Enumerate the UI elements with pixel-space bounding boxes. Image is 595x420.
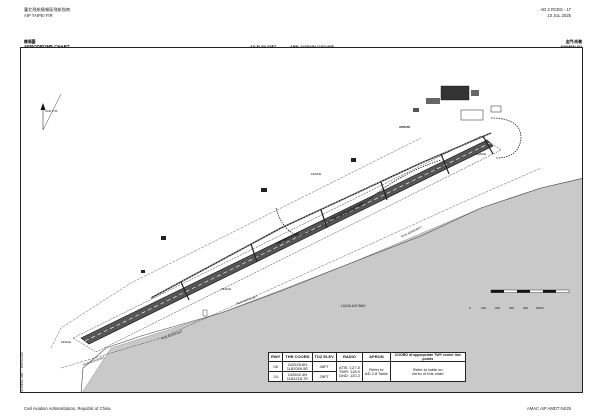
runway-centerline: [84, 142, 491, 342]
twy-ref-1: Refer to table on: [413, 366, 443, 372]
terminal-building: [440, 85, 470, 101]
north-arrow-icon: [40, 93, 62, 131]
apron-label: APRON: [399, 125, 410, 129]
scale-tick-3: 300: [509, 306, 515, 310]
bay-label: LIAOLUO BAY: [341, 304, 366, 308]
fence-south: [60, 167, 542, 369]
th-radio: RADIO: [335, 351, 363, 363]
footer-left: Civil Aviation Administration, Republic …: [24, 406, 111, 411]
rwy-06-tdz: 46FT: [311, 361, 337, 373]
apron-ref-2: AD 2.8 Table: [364, 370, 388, 376]
rwy-24-lat: 242602.4N: [287, 371, 308, 377]
scale-tick-4: 400: [523, 306, 529, 310]
aerodrome-map: [40, 85, 582, 392]
fence-label-2: FENCE: [476, 152, 487, 156]
radio-gnd: GND: 120.2: [338, 373, 360, 378]
rwy-24: 24: [267, 371, 284, 383]
rwy-24-tdz: 29FT: [311, 371, 337, 383]
fence-label-4: FENCE: [221, 287, 232, 291]
header-right-date: 10 JUL 2025: [547, 13, 571, 18]
apron-ref-1: Refer to: [369, 366, 384, 372]
rwy-06: 06: [267, 361, 284, 373]
th-tdz-elev: TDZ ELEV: [311, 351, 337, 363]
table-header-row: RWY THR COORD TDZ ELEV RADIO APRON COORD…: [267, 351, 466, 363]
aerodrome-chart-frame: RWY 06/24 X 45M RWY STRIP 3120 X 300M FE…: [20, 47, 583, 393]
th-rwy: RWY: [267, 351, 284, 363]
chart-title-cjk: 機場圖: [24, 40, 36, 44]
header-left-cjk: 臺北飛航情報區飛航指南: [24, 7, 71, 12]
runway-info-table: RWY THR COORD TDZ ELEV RADIO APRON COORD…: [267, 351, 466, 383]
radio-twr: TWR: 118.9: [338, 368, 360, 374]
rwy-06-lat: 242628.6N: [287, 361, 308, 367]
fence-north: [50, 137, 422, 349]
apron-taxi-loop: [275, 159, 442, 237]
magnetic-variation: VAR 3°W: [45, 109, 58, 113]
th-apron: APRON: [361, 351, 391, 363]
th-twy-coord: COORD of appropriate TWY center line poi…: [389, 351, 466, 363]
rwy-24-lon: 1182218.7E: [286, 375, 309, 381]
footer-right: AMAC AIP AMDT 04/25: [526, 406, 571, 411]
scale-bar: [490, 289, 570, 293]
twy-ref-2: verso of this chart: [412, 370, 444, 376]
radio-atis: ATIS: 127.8: [338, 364, 360, 370]
header-left: AIP TAIPEI FIR: [24, 13, 53, 18]
scale-tick-0: 0: [469, 306, 471, 310]
rwy-06-lon: 1182059.5E: [286, 365, 309, 371]
chart-title-right-cjk: 金門/尚義: [565, 40, 582, 44]
fence-label-1: FENCE: [311, 172, 322, 176]
th-thr-coord: THR COORD: [282, 351, 313, 363]
scale-tick-5: 500M: [536, 306, 544, 310]
runway-strip: [72, 135, 502, 353]
fence-label-3: FENCE: [61, 340, 72, 344]
side-note: CHANNEL 06R ... INSTALLED: [20, 352, 24, 393]
header-right-page: AD 2 RCBS - 17: [540, 7, 572, 12]
scale-tick-1: 100: [481, 306, 487, 310]
shoreline: [80, 178, 582, 392]
chart-title: AERODROME CHART: [24, 44, 70, 49]
scale-tick-2: 200: [495, 306, 501, 310]
